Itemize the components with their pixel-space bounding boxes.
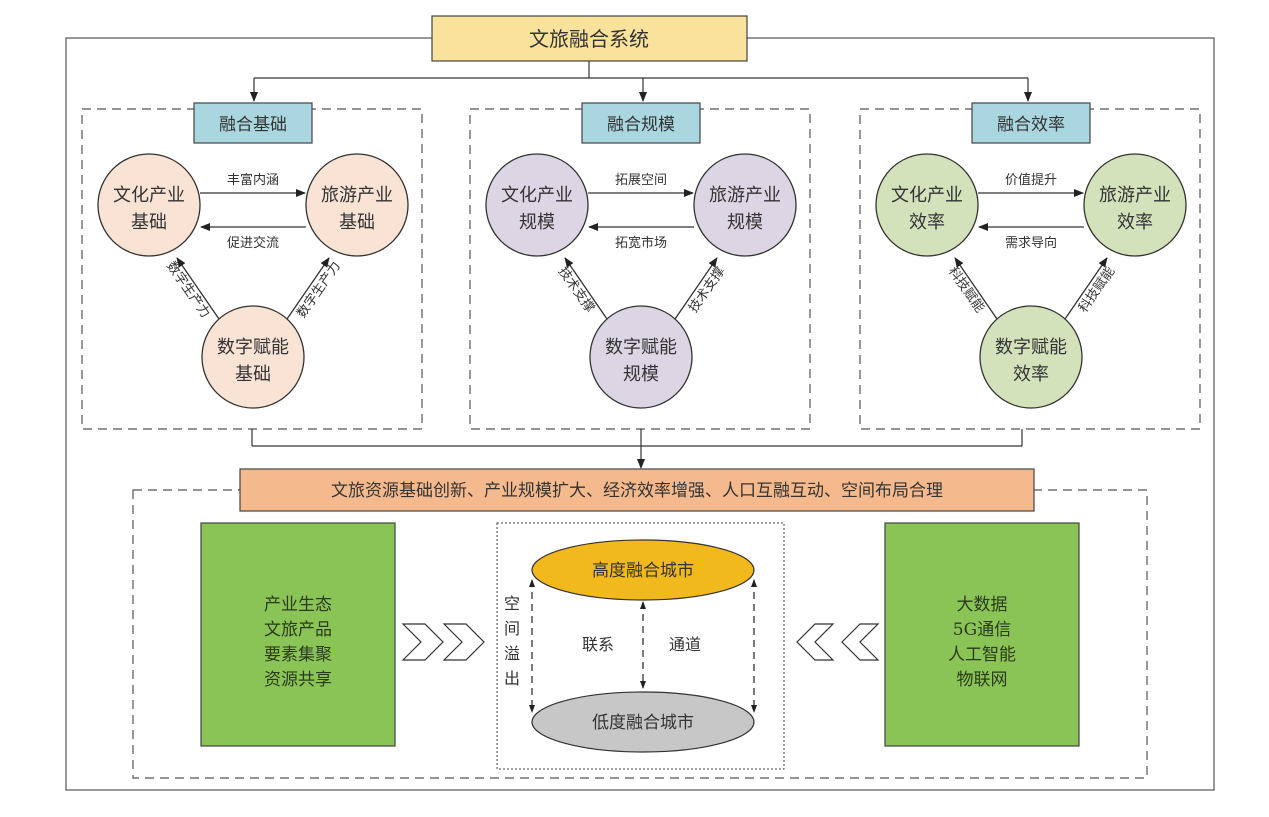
title-connectors xyxy=(250,61,1032,102)
digital-tech-item: 物联网 xyxy=(957,670,1008,690)
edge-left-label: 数字生产力 xyxy=(163,259,213,321)
industry-factor-item: 要素集聚 xyxy=(264,645,332,665)
high-fusion-city-label: 高度融合城市 xyxy=(592,561,694,581)
node-tourism-line1: 旅游产业 xyxy=(321,185,393,206)
edge-right-arrow xyxy=(1064,257,1108,320)
panels: 融合基础文化产业基础旅游产业基础数字赋能基础丰富内涵促进交流数字生产力数字生产力… xyxy=(81,102,1201,430)
node-digital-line1: 数字赋能 xyxy=(995,337,1067,358)
node-culture xyxy=(97,153,201,257)
edge-left-label: 技术支撑 xyxy=(555,264,597,315)
title-box: 文旅融合系统 xyxy=(431,15,748,62)
node-digital-line2: 规模 xyxy=(623,364,659,385)
panel-scale: 融合规模文化产业规模旅游产业规模数字赋能规模拓展空间拓宽市场技术支撑技术支撑 xyxy=(469,102,811,430)
chevron-left-icon xyxy=(841,623,880,661)
industry-factors-box: 产业生态 文旅产品 要素集聚 资源共享 xyxy=(200,522,396,747)
node-tourism-line1: 旅游产业 xyxy=(709,185,781,206)
node-tourism-line1: 旅游产业 xyxy=(1099,185,1171,206)
bottom-dashed-region xyxy=(132,489,1148,779)
node-digital xyxy=(201,305,305,409)
chevron-right-icon xyxy=(401,623,444,661)
panel-label: 融合效率 xyxy=(997,115,1065,135)
node-digital-line2: 基础 xyxy=(235,364,271,385)
node-digital xyxy=(979,305,1083,409)
digital-tech-item: 人工智能 xyxy=(948,645,1016,665)
low-fusion-city xyxy=(531,691,755,753)
outcome-banner: 文旅资源基础创新、产业规模扩大、经济效率增强、人口互融互动、空间布局合理 xyxy=(239,468,1035,512)
node-culture xyxy=(875,153,979,257)
city-interaction-region xyxy=(496,522,785,770)
node-culture-line2: 效率 xyxy=(909,212,945,233)
edge-forward-label: 价值提升 xyxy=(1005,172,1057,188)
edge-right-arrow xyxy=(286,257,330,320)
node-tourism-line2: 效率 xyxy=(1117,212,1153,233)
digital-tech-bg xyxy=(884,522,1080,747)
node-tourism xyxy=(305,153,409,257)
chevron-right-icon xyxy=(401,623,485,661)
spillover-char: 空 xyxy=(504,594,520,613)
industry-factors-bg xyxy=(200,522,396,747)
spillover-char: 出 xyxy=(504,669,520,688)
low-fusion-city-label: 低度融合城市 xyxy=(592,713,694,733)
city-interaction: 高度融合城市 低度融合城市 空 间 溢 出 联系 通道 xyxy=(504,539,757,753)
panel-label-box xyxy=(971,102,1091,144)
digital-tech-item: 5G通信 xyxy=(953,620,1011,640)
panel-label: 融合规模 xyxy=(607,115,675,135)
edge-left-arrow xyxy=(954,257,998,320)
node-tourism xyxy=(693,153,797,257)
channel-label: 通道 xyxy=(669,635,701,654)
bottom-connectors xyxy=(251,429,1023,469)
node-tourism xyxy=(1083,153,1187,257)
digital-tech-box: 大数据 5G通信 人工智能 物联网 xyxy=(884,522,1080,747)
edge-forward-label: 丰富内涵 xyxy=(227,172,279,188)
node-tourism-line2: 基础 xyxy=(339,212,375,233)
edge-right-label: 数字生产力 xyxy=(294,259,344,321)
edge-backward-label: 促进交流 xyxy=(227,235,279,251)
panel-foundation: 融合基础文化产业基础旅游产业基础数字赋能基础丰富内涵促进交流数字生产力数字生产力 xyxy=(81,102,423,430)
node-digital xyxy=(589,305,693,409)
node-culture-line2: 基础 xyxy=(131,212,167,233)
link-label: 联系 xyxy=(582,635,614,654)
node-digital-line2: 效率 xyxy=(1013,364,1049,385)
node-culture-line1: 文化产业 xyxy=(501,185,573,206)
node-culture-line1: 文化产业 xyxy=(113,185,185,206)
high-fusion-city xyxy=(531,539,755,601)
edge-right-arrow xyxy=(674,257,718,320)
edge-forward-label: 拓展空间 xyxy=(615,173,667,188)
panel-efficiency: 融合效率文化产业效率旅游产业效率数字赋能效率价值提升需求导向科技赋能科技赋能 xyxy=(859,102,1201,430)
industry-factor-item: 产业生态 xyxy=(264,595,332,615)
node-culture-line1: 文化产业 xyxy=(891,185,963,206)
edge-left-arrow xyxy=(564,257,608,320)
panel-label-box xyxy=(193,102,313,144)
panel-label-box xyxy=(581,102,701,144)
chevron-left-icon xyxy=(796,623,880,661)
panel-label: 融合基础 xyxy=(219,115,287,135)
node-digital-line1: 数字赋能 xyxy=(217,337,289,358)
edge-left-arrow xyxy=(176,257,220,320)
banner-bg xyxy=(239,468,1035,512)
node-culture xyxy=(485,153,589,257)
spillover-char: 间 xyxy=(504,619,520,638)
chevron-right-icon xyxy=(442,623,485,661)
node-tourism-line2: 规模 xyxy=(727,212,763,233)
chevron-left-icon xyxy=(796,623,835,661)
title-text: 文旅融合系统 xyxy=(529,27,649,51)
node-culture-line2: 规模 xyxy=(519,212,555,233)
node-digital-line1: 数字赋能 xyxy=(605,337,677,358)
banner-text: 文旅资源基础创新、产业规模扩大、经济效率增强、人口互融互动、空间布局合理 xyxy=(331,481,943,501)
digital-tech-item: 大数据 xyxy=(957,595,1008,615)
industry-factor-item: 文旅产品 xyxy=(264,620,332,640)
edge-backward-label: 拓宽市场 xyxy=(615,235,667,251)
edge-left-label: 科技赋能 xyxy=(945,264,987,315)
spillover-char: 溢 xyxy=(504,644,520,663)
edge-backward-label: 需求导向 xyxy=(1005,235,1057,251)
industry-factor-item: 资源共享 xyxy=(264,670,332,690)
